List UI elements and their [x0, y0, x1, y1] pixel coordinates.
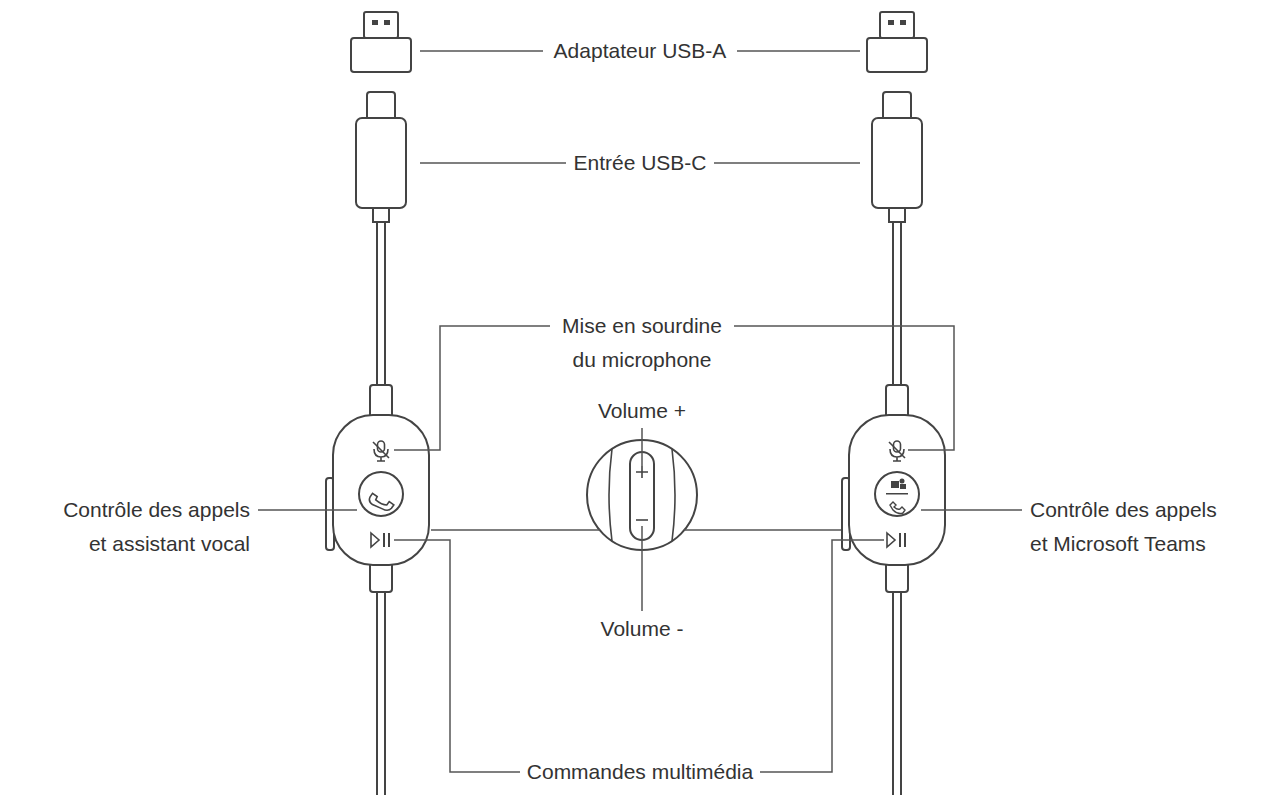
leader-lines [258, 51, 1022, 772]
left-headset-cable [326, 12, 429, 795]
teams-icon [886, 479, 908, 495]
part-label: Entrée USB-C [550, 146, 730, 180]
part-label: Volume + [572, 394, 712, 428]
call-icon [368, 490, 394, 513]
part-label: Commandes multimédia [480, 755, 800, 789]
part-label: Contrôle des appels et Microsoft Teams [1030, 493, 1230, 561]
part-label: Adaptateur USB-A [525, 34, 755, 68]
part-label: Contrôle des appels et assistant vocal [50, 493, 250, 561]
right-headset-cable [842, 12, 945, 795]
call-icon [890, 502, 905, 514]
part-label: Volume - [572, 612, 712, 646]
part-label: Mise en sourdine du microphone [556, 309, 728, 377]
